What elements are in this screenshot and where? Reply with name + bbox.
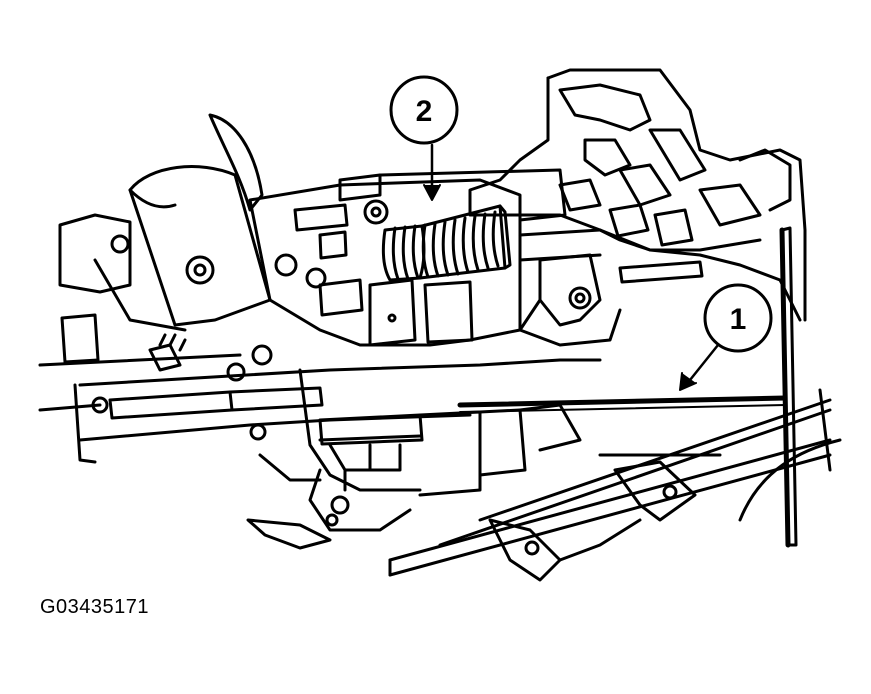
bottom-rails bbox=[388, 388, 842, 582]
leader-arrows bbox=[423, 143, 724, 391]
arrow-to-spring-head bbox=[423, 184, 441, 201]
left-housing bbox=[38, 113, 272, 412]
coil-spring bbox=[381, 204, 512, 282]
callout-2-label: 2 bbox=[416, 95, 433, 128]
figure-code: G03435171 bbox=[40, 596, 150, 618]
central-body bbox=[248, 168, 602, 347]
lower-linkage bbox=[73, 344, 602, 550]
alignment-rod bbox=[457, 226, 798, 548]
callout-1: 1 bbox=[703, 283, 773, 353]
callout-2: 2 bbox=[389, 75, 459, 145]
arrow-to-rod-head bbox=[679, 372, 697, 391]
right-mechanism bbox=[518, 228, 762, 347]
arrow-to-rod bbox=[688, 338, 724, 382]
callout-1-label: 1 bbox=[730, 303, 747, 336]
